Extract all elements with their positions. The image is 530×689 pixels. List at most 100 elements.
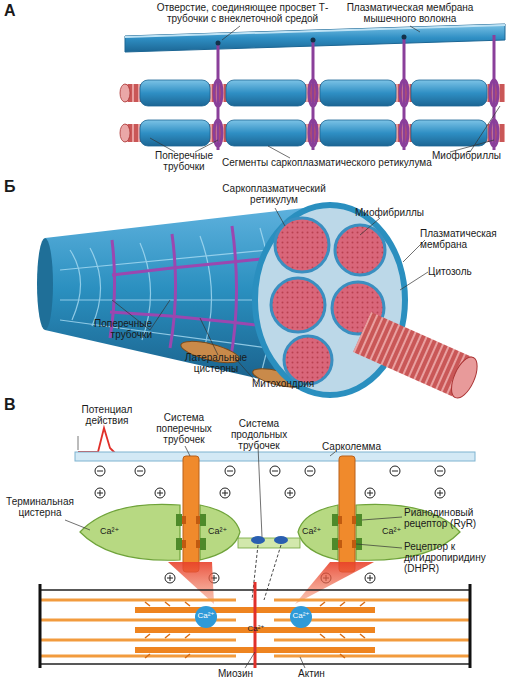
part-label: Плазматическая мембрана: [420, 228, 510, 250]
part-label: Миофибриллы: [355, 207, 435, 218]
leader-line: [356, 544, 402, 548]
part-label: Саркоплазматический ретикулум: [218, 183, 330, 205]
sr-network-b: [90, 248, 101, 326]
sarcolemma: [75, 452, 475, 461]
charge-symbol: [97, 490, 443, 581]
t-tubule-a: [493, 35, 496, 150]
dhpr-receptor: [352, 540, 356, 548]
part-label: Ca²⁺: [100, 526, 130, 536]
leader-line: [258, 446, 262, 537]
leader-line: [222, 26, 240, 40]
dhpr-receptor: [182, 516, 186, 524]
t-tubule-a: [217, 44, 220, 150]
t-tubule-c: [339, 456, 355, 572]
part-label: Миофибриллы: [432, 150, 512, 161]
dhpr-receptor: [182, 516, 356, 548]
t-tubule-a: [309, 80, 317, 106]
t-tubule-a: [403, 38, 406, 150]
fiber-membrane-a: [125, 24, 505, 52]
leader-line: [65, 520, 90, 530]
leader-line: [150, 138, 175, 152]
part-label: Ca²⁺: [193, 612, 219, 621]
part-label: Терминальная цистерна: [0, 496, 80, 518]
myofibril-profile: [271, 278, 325, 332]
dhpr-receptor: [338, 516, 342, 524]
ryanodine-receptor: [176, 514, 182, 526]
leader-line: [400, 272, 428, 290]
part-label: Сегменты саркоплазматического ретикулума: [222, 157, 437, 168]
leader-line: [268, 146, 290, 158]
panel-letter: В: [4, 396, 28, 414]
longitudinal-tubule: [238, 538, 300, 548]
fiber-membrane-a: [125, 25, 505, 37]
panel-letter: А: [4, 2, 28, 20]
part-label: Плазматическая мембрана мышечного волокн…: [345, 2, 475, 24]
leader-line: [112, 208, 428, 384]
t-tubule-a: [309, 120, 317, 146]
part-label: Рианодиновый рецептор (RyR): [404, 507, 504, 529]
part-label: Поперечные трубочки: [148, 150, 220, 172]
t-tubule-b: [170, 234, 176, 348]
t-tubule-a: [214, 120, 222, 146]
dhpr-receptor: [196, 516, 200, 524]
t-tubule-b: [230, 226, 237, 362]
leader-line: [275, 208, 285, 226]
panel-letter: Б: [4, 178, 28, 196]
myofibril-profile: [284, 336, 332, 384]
part-label: Цитозоль: [428, 266, 498, 277]
part-label: Отверстие, соединяющее просвет Т-трубочк…: [150, 2, 335, 24]
tubule-opening: [402, 35, 407, 40]
t-tubule-c: [183, 456, 355, 572]
sarcomere: [40, 582, 470, 668]
fiber-membrane-a: [125, 24, 505, 52]
terminal-cistern: [80, 504, 180, 560]
myofibril-profile: [271, 218, 385, 384]
sr-segment: [411, 120, 487, 146]
part-label: Система продольных трубочек: [216, 418, 302, 452]
dhpr-receptor: [182, 540, 186, 548]
tubule-opening: [311, 38, 316, 43]
part-label: Ca²⁺: [288, 612, 314, 621]
part-label: Латеральные цистерны: [176, 352, 256, 374]
action-potential: [78, 428, 142, 454]
ryanodine-receptor: [356, 514, 362, 526]
leader-line: [150, 26, 500, 158]
calcium-release-arrow: [168, 562, 214, 604]
sr-network-b: [70, 250, 81, 320]
fiber-body-b: [37, 238, 53, 330]
ryanodine-receptor: [200, 514, 206, 526]
tubule-opening: [216, 41, 221, 46]
part-label: Ca²⁺: [382, 526, 412, 536]
action-potential: [78, 428, 142, 454]
sr-network-b: [200, 236, 212, 355]
leader-line: [410, 26, 420, 32]
t-tubule-a: [400, 120, 408, 146]
part-label: Митохондрия: [252, 378, 332, 389]
calcium-pump: [251, 536, 265, 544]
myofibril-profile: [335, 225, 385, 275]
sr-segment: [226, 80, 306, 106]
part-label: Потенциал действия: [62, 404, 152, 426]
t-tubule-a: [400, 80, 408, 106]
part-label: Ca²⁺: [302, 526, 332, 536]
tubule-opening: [216, 35, 407, 46]
calcium-release-arrow: [168, 562, 374, 604]
leader-line: [360, 218, 380, 235]
t-tubule-c: [183, 456, 199, 572]
charge-symbol: [97, 471, 443, 472]
terminal-cistern: [298, 505, 338, 560]
protruding-myofibril: [446, 353, 482, 401]
leader-line: [185, 446, 190, 456]
t-tubule-a: [312, 41, 315, 150]
leader-line: [245, 652, 255, 668]
t-tubule-a: [490, 120, 498, 146]
myofibril-a: [120, 84, 130, 102]
myofibril-a: [120, 124, 130, 142]
sarcolemma: [75, 452, 475, 461]
calcium-release-arrow: [295, 562, 374, 604]
terminal-cistern: [200, 505, 240, 560]
dhpr-receptor: [338, 540, 342, 548]
cross-section-face: [255, 205, 405, 395]
